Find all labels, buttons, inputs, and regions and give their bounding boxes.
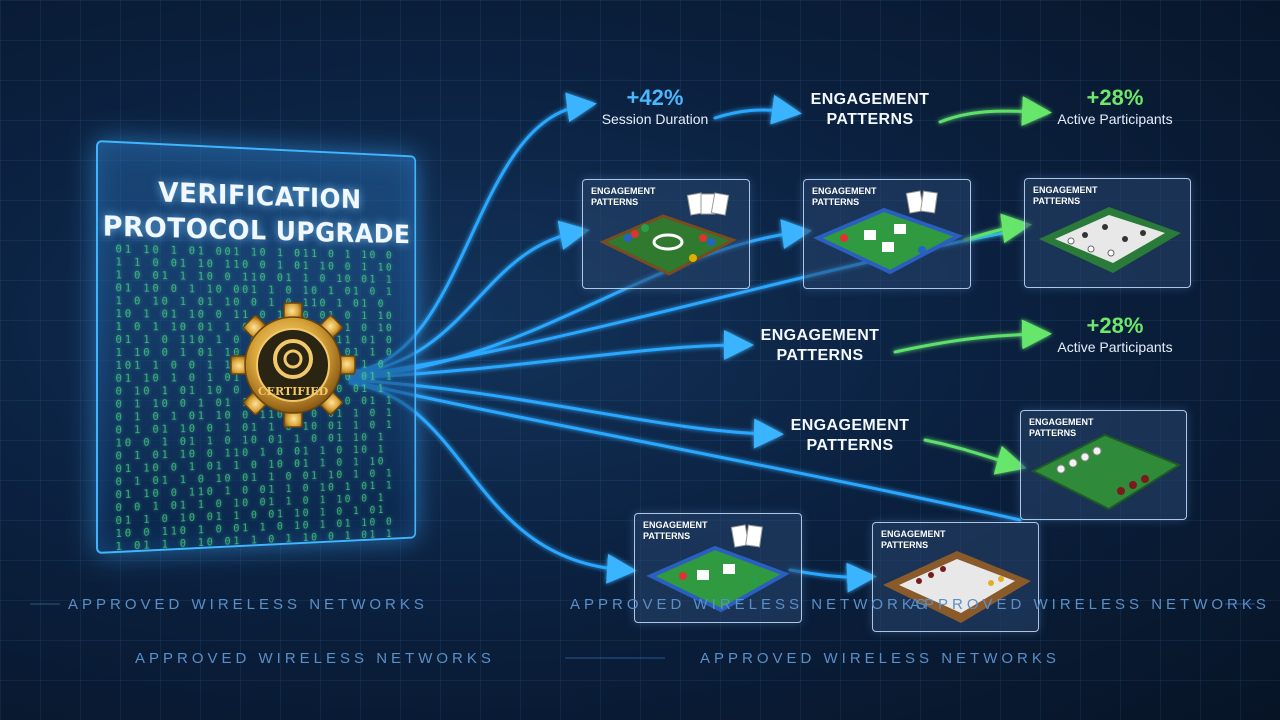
poker-table-icon [599, 192, 737, 276]
footer-label-1: APPROVED WIRELESS NETWORKS [68, 596, 428, 613]
card-caption-line2: PATTERNS [591, 197, 639, 207]
footer-label-5: APPROVED WIRELESS NETWORKS [700, 650, 1060, 667]
card-caption-line2: PATTERNS [812, 197, 860, 207]
card-table-icon [646, 524, 790, 613]
card-caption-line1: ENGAGEMENT [1029, 417, 1094, 427]
metric-session-label: Session Duration [601, 111, 709, 127]
footer-label-3: APPROVED WIRELESS NETWORKS [910, 596, 1270, 613]
card-caption-line1: ENGAGEMENT [1033, 185, 1098, 195]
badge-label: CERTIFIED [258, 385, 329, 398]
card-caption-line2: PATTERNS [643, 531, 691, 541]
game-card-chess-green[interactable]: ENGAGEMENT PATTERNS [1020, 410, 1187, 520]
card-caption-line2: PATTERNS [1029, 428, 1077, 438]
game-card-card-table-2[interactable]: ENGAGEMENT PATTERNS [634, 513, 802, 623]
metric-active-mid-label: Active Participants [1057, 339, 1173, 355]
metric-active-participants-middle: +28% Active Participants [1045, 314, 1185, 356]
metric-session-value: +42% [626, 85, 684, 110]
card-caption-line2: PATTERNS [1033, 196, 1081, 206]
game-card-card-table[interactable]: ENGAGEMENT PATTERNS [803, 179, 971, 289]
engagement-label-middle: ENGAGEMENT PATTERNS [745, 326, 895, 366]
certified-gear-icon: CERTIFIED [230, 302, 356, 428]
footer-label-4: APPROVED WIRELESS NETWORKS [135, 650, 495, 667]
card-caption: ENGAGEMENT PATTERNS [812, 186, 877, 208]
engagement-line1: ENGAGEMENT [760, 327, 880, 344]
engagement-line1: ENGAGEMENT [810, 91, 930, 108]
panel-title: VERIFICATION PROTOCOL UPGRADE [98, 172, 414, 252]
card-caption-line1: ENGAGEMENT [881, 529, 946, 539]
card-caption: ENGAGEMENT PATTERNS [591, 186, 656, 208]
card-caption-line1: ENGAGEMENT [591, 186, 656, 196]
card-caption-line1: ENGAGEMENT [812, 186, 877, 196]
engagement-line1: ENGAGEMENT [790, 417, 910, 434]
card-caption: ENGAGEMENT PATTERNS [643, 520, 708, 542]
engagement-line2: PATTERNS [806, 437, 894, 454]
metric-active-top-label: Active Participants [1057, 111, 1173, 127]
game-card-poker[interactable]: ENGAGEMENT PATTERNS [582, 179, 750, 289]
metric-active-top-value: +28% [1086, 85, 1144, 110]
game-card-chess[interactable]: ENGAGEMENT PATTERNS [1024, 178, 1191, 288]
game-card-chess-2[interactable]: ENGAGEMENT PATTERNS [872, 522, 1039, 632]
metric-session-duration: +42% Session Duration [590, 86, 720, 128]
chess-board-green-icon [1030, 433, 1182, 511]
footer-label-2: APPROVED WIRELESS NETWORKS [570, 596, 930, 613]
metric-active-mid-value: +28% [1086, 313, 1144, 338]
card-caption: ENGAGEMENT PATTERNS [1033, 185, 1098, 207]
card-caption: ENGAGEMENT PATTERNS [881, 529, 946, 551]
card-table-icon [813, 190, 963, 275]
engagement-line2: PATTERNS [776, 347, 864, 364]
engagement-label-top: ENGAGEMENT PATTERNS [795, 90, 945, 130]
card-caption-line2: PATTERNS [881, 540, 929, 550]
card-caption: ENGAGEMENT PATTERNS [1029, 417, 1094, 439]
chess-board-icon [1039, 207, 1181, 273]
engagement-label-lower: ENGAGEMENT PATTERNS [775, 416, 925, 456]
chess-board-icon [883, 551, 1031, 623]
card-caption-line1: ENGAGEMENT [643, 520, 708, 530]
metric-active-participants-top: +28% Active Participants [1045, 86, 1185, 128]
engagement-line2: PATTERNS [826, 111, 914, 128]
